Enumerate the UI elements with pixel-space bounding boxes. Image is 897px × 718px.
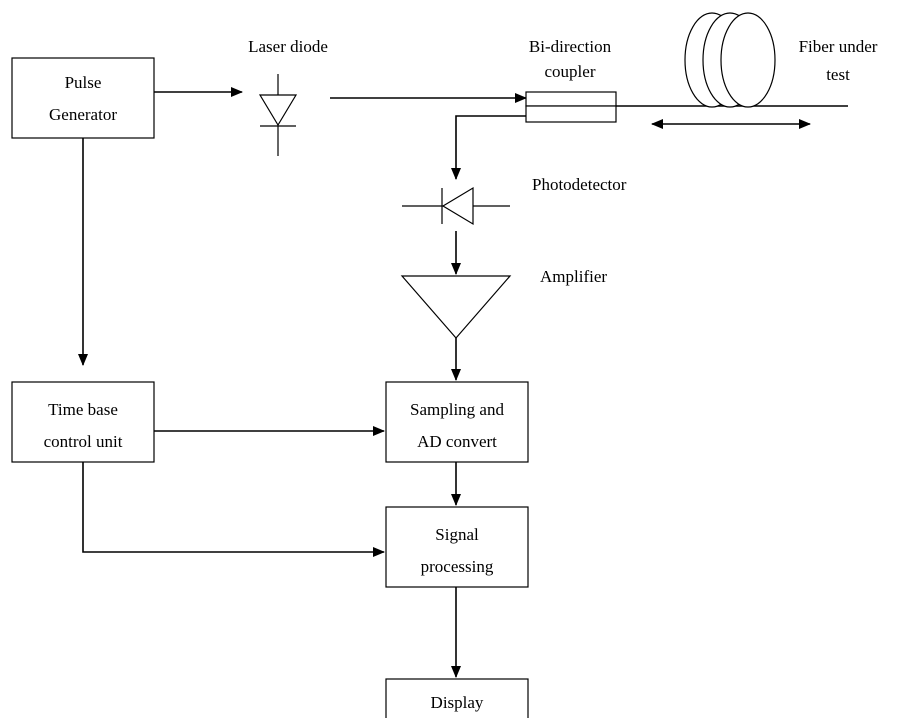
arrow-timebase-to-processing [82, 462, 385, 557]
signal-processing-block: Signal processing [385, 506, 529, 588]
display-label: Display [431, 693, 484, 712]
laser-diode-label: Laser diode [248, 37, 328, 56]
pulse-generator-label-line1: Pulse [65, 73, 102, 92]
arrow-coupler-to-photodetector [451, 115, 526, 180]
pulse-generator-block: Pulse Generator [11, 57, 155, 139]
coupler-label-line1: Bi-direction [529, 37, 612, 56]
signal-processing-label-line2: processing [421, 557, 494, 576]
time-base-control-block: Time base control unit [11, 381, 155, 463]
sampling-label-line1: Sampling and [410, 400, 504, 419]
photodetector-symbol [402, 186, 510, 226]
display-block: Display [385, 678, 529, 718]
fiber-label-line1: Fiber under [799, 37, 878, 56]
sampling-label-line2: AD convert [417, 432, 497, 451]
coupler-symbol [525, 91, 617, 123]
laser-diode-symbol [258, 74, 298, 156]
fiber-coil-icon [684, 12, 776, 108]
sampling-ad-convert-block: Sampling and AD convert [385, 381, 529, 463]
time-base-label-line2: control unit [44, 432, 123, 451]
fiber-label-line2: test [826, 65, 850, 84]
pulse-generator-label-line2: Generator [49, 105, 117, 124]
time-base-label-line1: Time base [48, 400, 118, 419]
signal-processing-label-line1: Signal [435, 525, 479, 544]
amplifier-symbol [400, 275, 512, 339]
amplifier-label: Amplifier [540, 267, 607, 286]
photodetector-label: Photodetector [532, 175, 627, 194]
coupler-label-line2: coupler [545, 62, 596, 81]
